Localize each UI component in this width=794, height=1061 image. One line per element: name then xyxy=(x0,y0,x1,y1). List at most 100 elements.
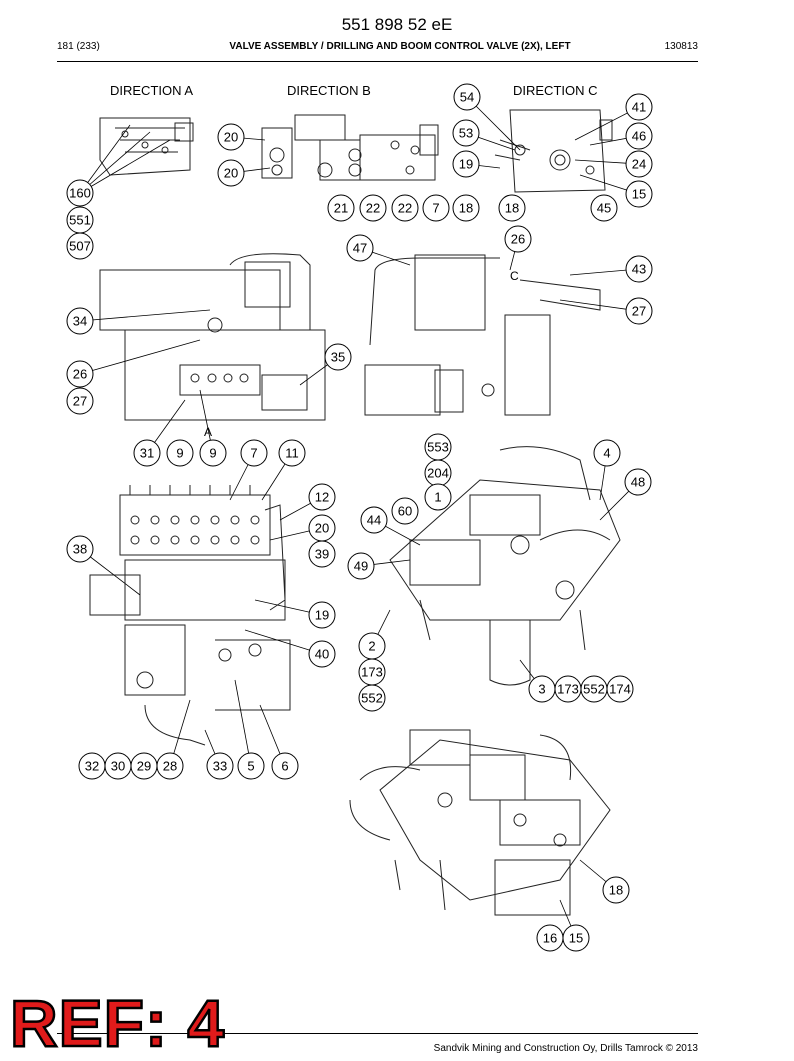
callout-number: 7 xyxy=(250,446,257,461)
callout-balloon: 553 xyxy=(424,433,452,461)
view-label-direction-a: DIRECTION A xyxy=(110,83,194,98)
callout-number: 28 xyxy=(163,759,177,774)
callout-balloon: 47 xyxy=(346,234,374,262)
callout-number: 26 xyxy=(73,367,87,382)
callout-number: 26 xyxy=(511,232,525,247)
callout-number: 21 xyxy=(334,201,348,216)
leader-line xyxy=(79,309,211,322)
callout-balloon: 27 xyxy=(66,387,94,415)
callout-balloon: 15 xyxy=(562,924,590,952)
callout-balloon: 16 xyxy=(536,924,564,952)
callout-balloon: 11 xyxy=(278,439,306,467)
callout-number: 27 xyxy=(73,394,87,409)
callout-number: 22 xyxy=(398,201,412,216)
callout-number: 3 xyxy=(538,682,545,697)
callout-number: 20 xyxy=(315,521,329,536)
callout-circle xyxy=(308,540,336,568)
callout-number: 4 xyxy=(603,446,610,461)
callout-balloon: 4 xyxy=(593,439,621,467)
page-title: VALVE ASSEMBLY / DRILLING AND BOOM CONTR… xyxy=(229,41,571,52)
callout-number: 173 xyxy=(361,665,383,680)
callout-circle xyxy=(166,439,194,467)
callout-balloon: 3 xyxy=(528,675,556,703)
callout-circle xyxy=(625,150,653,178)
leader-line xyxy=(234,679,252,767)
callout-number: 40 xyxy=(315,647,329,662)
callout-circle xyxy=(624,468,652,496)
callout-circle xyxy=(66,307,94,335)
callout-circle xyxy=(347,552,375,580)
callout-balloon: 1 xyxy=(424,483,452,511)
callout-number: 18 xyxy=(459,201,473,216)
callout-circle xyxy=(498,194,526,222)
leader-line xyxy=(79,339,201,375)
callout-circle xyxy=(424,483,452,511)
callout-circle xyxy=(199,439,227,467)
callout-balloon: 26 xyxy=(504,225,532,253)
callout-number: 60 xyxy=(398,504,412,519)
callout-number: 48 xyxy=(631,475,645,490)
callout-number: 15 xyxy=(569,931,583,946)
callout-number: 19 xyxy=(459,157,473,172)
callout-circle xyxy=(346,234,374,262)
callout-number: 22 xyxy=(366,201,380,216)
callout-balloon: 29 xyxy=(130,752,158,780)
callout-circle xyxy=(358,684,386,712)
callout-circle xyxy=(504,225,532,253)
callout-number: 2 xyxy=(368,639,375,654)
callout-balloon: 552 xyxy=(580,675,608,703)
callout-circle xyxy=(240,439,268,467)
callout-balloon: 32 xyxy=(78,752,106,780)
callout-circle xyxy=(66,387,94,415)
callout-balloon: 40 xyxy=(308,640,336,668)
leader-line xyxy=(79,131,151,194)
callout-circle xyxy=(625,122,653,150)
callout-balloon: 31 xyxy=(133,439,161,467)
callout-balloon: 7 xyxy=(240,439,268,467)
callout-number: 6 xyxy=(281,759,288,774)
callout-number: 24 xyxy=(632,157,646,172)
callout-number: 45 xyxy=(597,201,611,216)
callout-balloon: 20 xyxy=(217,123,245,151)
callout-number: 9 xyxy=(209,446,216,461)
callout-balloon: 26 xyxy=(66,360,94,388)
callout-circle xyxy=(66,360,94,388)
callout-balloon: 27 xyxy=(625,297,653,325)
callout-balloon: 28 xyxy=(156,752,184,780)
callout-balloon: 7 xyxy=(422,194,450,222)
callout-balloon: 60 xyxy=(391,497,419,525)
direction-c-view xyxy=(494,109,613,193)
callout-balloon: 21 xyxy=(327,194,355,222)
callout-number: 38 xyxy=(73,542,87,557)
callout-number: 16 xyxy=(543,931,557,946)
callout-number: 174 xyxy=(609,682,631,697)
callout-number: 18 xyxy=(505,201,519,216)
callout-balloon: 19 xyxy=(308,601,336,629)
callout-number: 34 xyxy=(73,314,87,329)
callout-balloon: 15 xyxy=(625,180,653,208)
callout-number: 35 xyxy=(331,350,345,365)
callout-balloon: 22 xyxy=(391,194,419,222)
callout-circle xyxy=(66,535,94,563)
document-code: 130813 xyxy=(664,41,698,52)
callout-number: 551 xyxy=(69,213,91,228)
callout-circle xyxy=(452,150,480,178)
callout-number: 9 xyxy=(176,446,183,461)
callout-balloon: 24 xyxy=(625,150,653,178)
callout-circle xyxy=(562,924,590,952)
footer-rule xyxy=(57,1033,698,1034)
callout-circle xyxy=(452,119,480,147)
callout-circle xyxy=(360,506,388,534)
callout-circle xyxy=(602,876,630,904)
callout-balloon: 18 xyxy=(452,194,480,222)
callout-circle xyxy=(278,439,306,467)
view-marker-c: C xyxy=(510,269,519,283)
callout-circle xyxy=(590,194,618,222)
callout-number: 49 xyxy=(354,559,368,574)
callout-number: 20 xyxy=(224,130,238,145)
callout-balloon: 22 xyxy=(359,194,387,222)
callout-number: 43 xyxy=(632,262,646,277)
callout-number: 18 xyxy=(609,883,623,898)
callout-number: 1 xyxy=(434,490,441,505)
